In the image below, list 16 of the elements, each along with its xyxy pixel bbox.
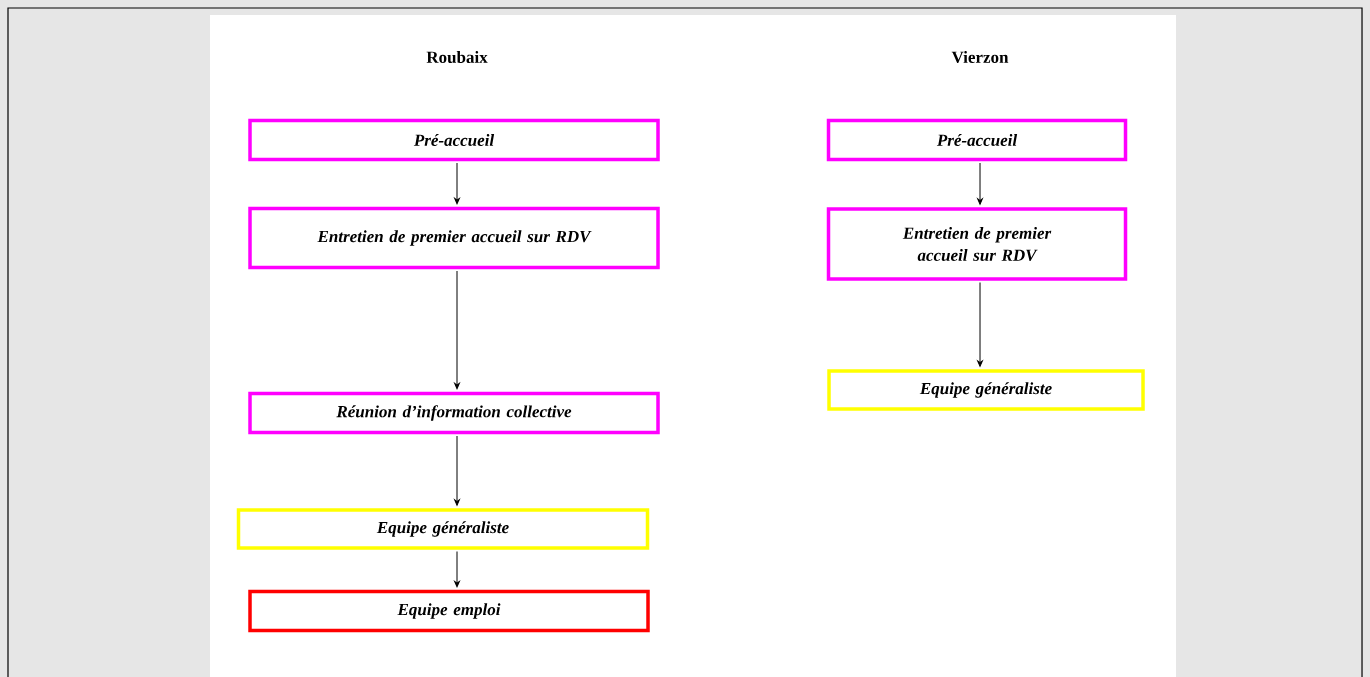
- process-box: Equipe généraliste: [236, 508, 650, 550]
- arrow: [454, 270, 460, 390]
- process-box: Réunion d’information collective: [248, 391, 660, 435]
- arrow: [454, 551, 460, 588]
- arrow: [977, 282, 983, 367]
- arrow: [977, 162, 983, 205]
- arrow: [454, 435, 460, 506]
- process-box: Entretien de premier accueil sur RDV: [248, 206, 660, 270]
- process-box: Pré-accueil: [248, 118, 660, 162]
- process-box: Entretien de premier accueil sur RDV: [826, 207, 1128, 281]
- process-box: Pré-accueil: [826, 118, 1128, 162]
- arrow: [454, 162, 460, 205]
- column-heading: Vierzon: [951, 50, 1009, 63]
- process-box: Equipe généraliste: [827, 369, 1145, 411]
- column-heading: Roubaix: [426, 51, 488, 63]
- process-box: Equipe emploi: [248, 589, 650, 633]
